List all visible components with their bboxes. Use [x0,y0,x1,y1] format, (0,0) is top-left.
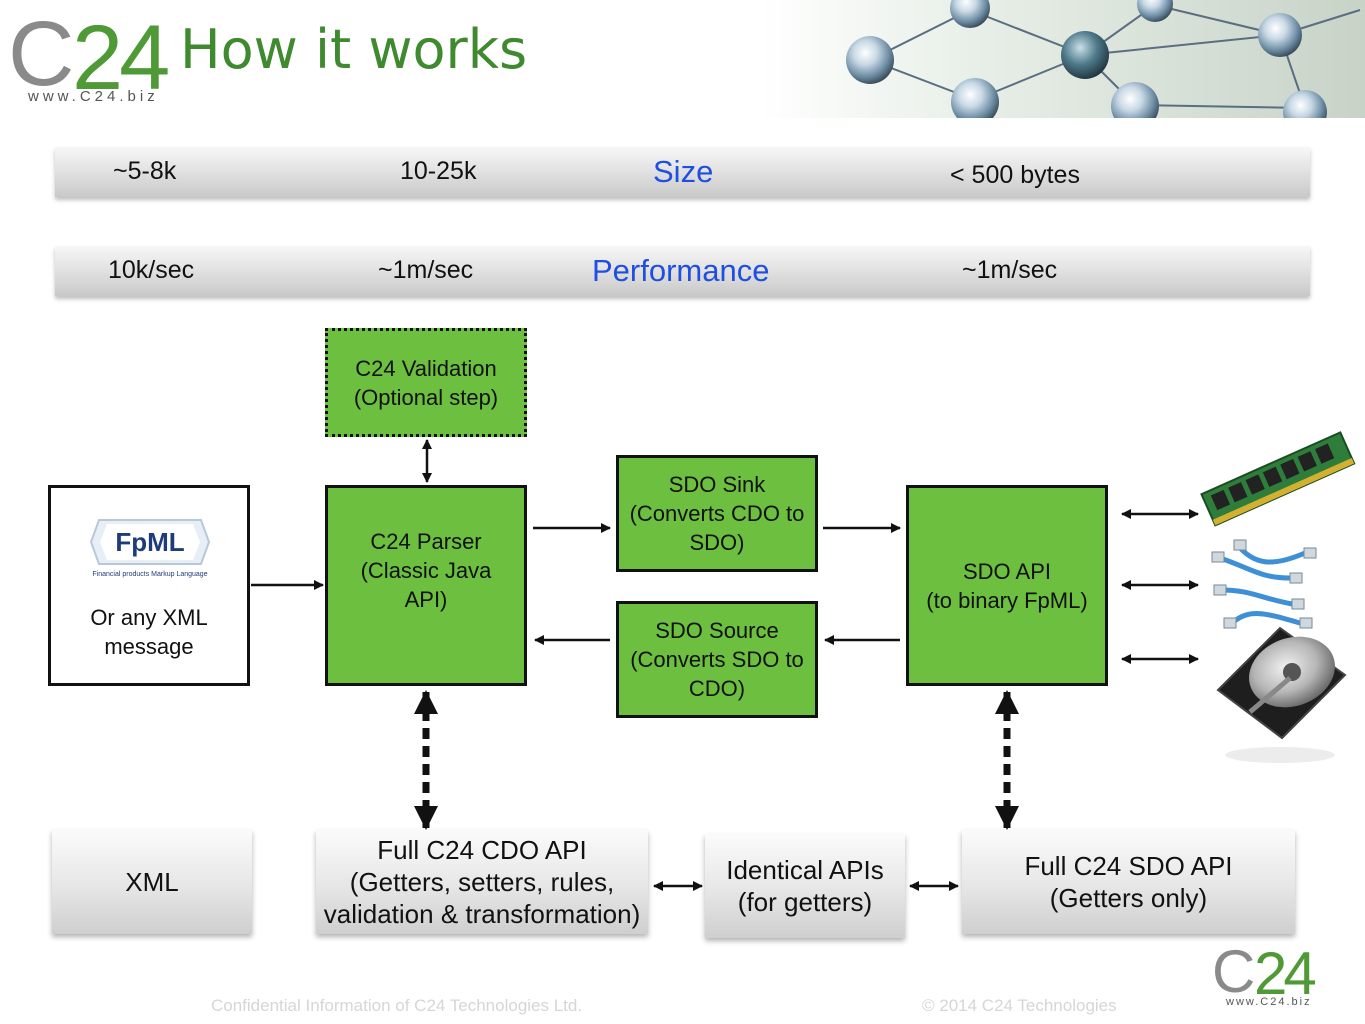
parser-box: C24 Parser (Classic Java API) [325,485,527,686]
footer-logo-c-letter: C [1212,938,1255,1005]
hard-drive-icon [1216,626,1347,763]
footer-logo-number: 24 [1254,940,1317,1007]
size-value-cdo: 10-25k [400,157,477,185]
validation-label: C24 Validation (Optional step) [353,355,499,410]
performance-bar-label: Performance [592,253,770,288]
footer-c24-logo: C 24 www.C24.biz [1212,942,1332,1012]
fpml-logo: FpML Financial products Markup Language [89,519,211,578]
identical-apis-label: Identical APIs (for getters) [726,855,884,917]
xml-input-box: FpML Financial products Markup Language … [48,485,250,686]
size-bar-label: Size [653,154,714,189]
cdo-api-label: Full C24 CDO API (Getters, setters, rule… [323,835,641,929]
network-spheres-image [760,0,1365,118]
sdo-source-label: SDO Source (Converts SDO to CDO) [630,618,804,701]
size-value-xml: ~5-8k [113,157,177,185]
xml-input-text: Or any XML message [51,600,247,664]
sdo-source-box: SDO Source (Converts SDO to CDO) [616,601,818,718]
sdo-sink-label: SDO Sink (Converts CDO to SDO) [629,472,805,555]
performance-bar [55,246,1310,296]
identical-apis-box: Identical APIs (for getters) [705,834,905,938]
footer-confidential: Confidential Information of C24 Technolo… [211,996,583,1015]
sdo-api-label: SDO API (to binary FpML) [926,558,1088,613]
page-title: How it works [180,18,528,81]
performance-value-cdo: ~1m/sec [378,256,474,284]
xml-input-label: Or any XML message [90,605,208,659]
validation-box: C24 Validation (Optional step) [325,328,527,437]
performance-value-sdo: ~1m/sec [962,256,1058,284]
logo-c-letter: C [8,3,74,105]
sdo-sink-box: SDO Sink (Converts CDO to SDO) [616,455,818,572]
xml-label: XML [125,867,179,897]
logo-number: 24 [72,7,170,109]
memory-module-icon [1200,431,1356,527]
parser-label: C24 Parser (Classic Java API) [360,529,492,612]
sdo-api-box: SDO API (to binary FpML) [906,485,1108,686]
footer-copyright: © 2014 C24 Technologies [922,996,1117,1015]
c24-logo: C 24 www.C24.biz [8,8,178,108]
network-cables-icon [1211,539,1317,629]
fpml-tagline: Financial products Markup Language [92,571,207,578]
performance-value-xml: 10k/sec [108,256,195,284]
footer-logo-url: www.C24.biz [1226,996,1312,1008]
size-value-sdo: < 500 bytes [950,161,1080,189]
size-bar [55,147,1310,197]
sdo-full-api-label: Full C24 SDO API (Getters only) [1024,851,1233,913]
sdo-full-api-box: Full C24 SDO API (Getters only) [962,830,1295,934]
cdo-api-box: Full C24 CDO API (Getters, setters, rule… [316,830,648,934]
fpml-logo-text: FpML [115,527,184,557]
xml-box: XML [52,830,252,934]
logo-url: www.C24.biz [28,88,159,105]
